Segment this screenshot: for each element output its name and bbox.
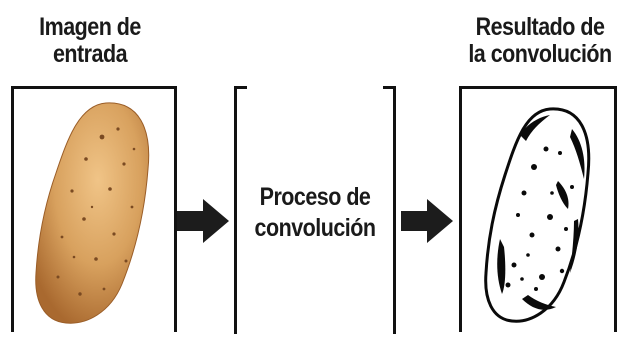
right-arrow-icon [177,199,229,243]
potato-color-image [35,102,150,324]
output-image-panel [459,86,617,332]
input-title-line-2: entrada [52,40,128,68]
output-title-line-1: Resultado de [475,13,605,41]
process-box-right-bracket [383,86,396,334]
input-title-line-1: Imagen de [39,13,141,41]
process-title: Proceso de convolución [245,182,384,244]
potato-edge-map-image [484,107,591,323]
process-title-line-2: convolución [254,214,376,242]
output-image-title: Resultado de la convolución [463,14,617,68]
process-title-line-1: Proceso de [259,183,371,211]
process-box-left-bracket [234,86,247,334]
right-arrow-icon [401,199,453,243]
output-title-line-2: la convolución [468,40,612,68]
input-image-panel [11,86,177,332]
input-image-title: Imagen de entrada [21,14,159,68]
process-box [234,86,396,334]
